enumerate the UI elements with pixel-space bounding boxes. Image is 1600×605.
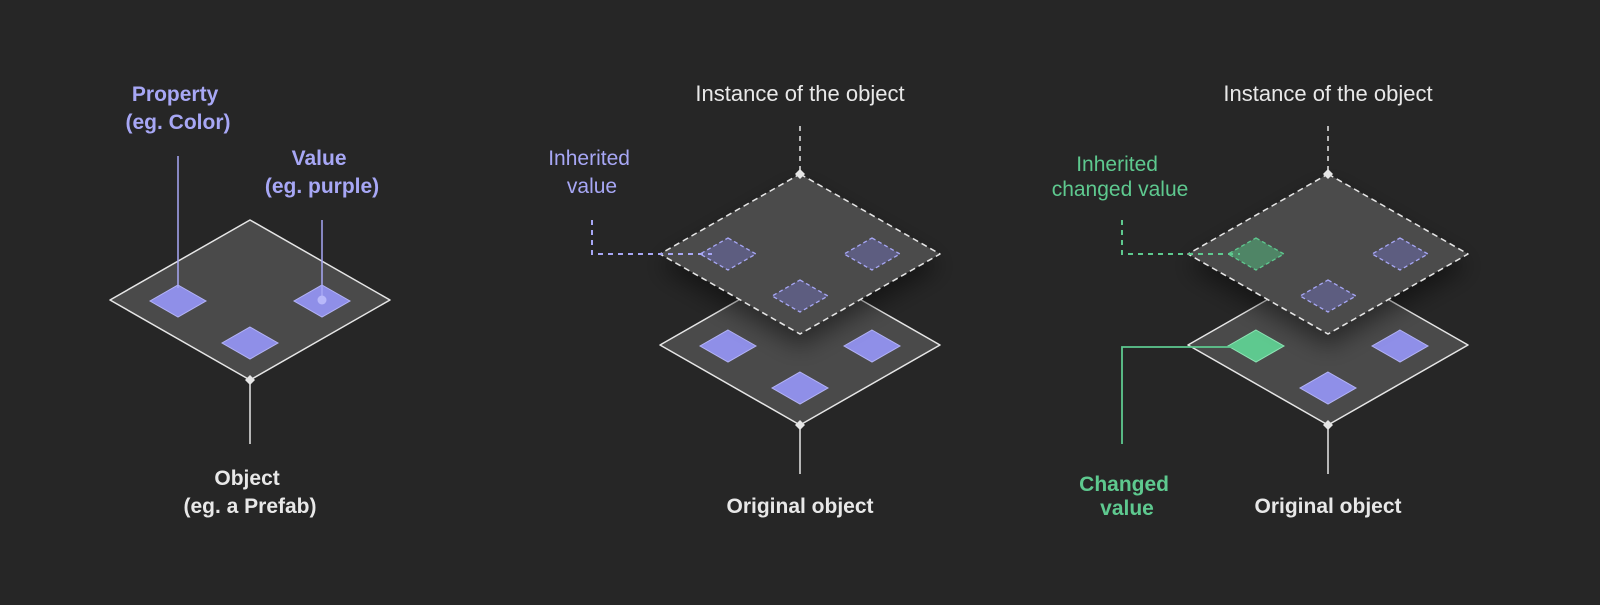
property-tile <box>842 329 902 363</box>
inherited-changed-tile <box>1226 237 1286 271</box>
inherited-tile <box>1298 279 1358 313</box>
property-tile <box>1370 329 1430 363</box>
property-label: Property (eg. Color) <box>126 83 231 134</box>
object-stem-diamond <box>245 375 255 385</box>
value-label: Value (eg. purple) <box>265 147 379 198</box>
original-label: Original object <box>1254 495 1401 518</box>
instance-plate <box>659 173 941 335</box>
original-stem-diamond <box>1323 420 1333 430</box>
instance-label: Instance of the object <box>1223 81 1432 106</box>
changed-tile <box>1226 329 1286 363</box>
inherited-changed-label: Inherited changed value <box>1052 153 1189 201</box>
instance-stem-diamond <box>1323 169 1333 179</box>
property-tile <box>770 371 830 405</box>
inherited-label: Inherited value <box>548 147 636 198</box>
changed-callout-line <box>1121 346 1234 444</box>
inherited-changed-callout-line <box>1121 220 1240 255</box>
changed-label: Changed value <box>1079 473 1175 520</box>
inherited-tile <box>1370 237 1430 271</box>
panel-instance: Instance of the object Inherited value O… <box>548 81 941 518</box>
original-label: Original object <box>726 495 873 518</box>
inherited-tile <box>842 237 902 271</box>
instance-stem-diamond <box>795 169 805 179</box>
inherited-tile <box>698 237 758 271</box>
instance-plate <box>1187 173 1469 335</box>
panel-object: Property (eg. Color) Value (eg. purple) … <box>109 83 391 518</box>
inherited-tile <box>770 279 830 313</box>
property-tile <box>148 284 208 318</box>
value-callout-dot <box>317 295 327 305</box>
object-label: Object (eg. a Prefab) <box>183 467 316 518</box>
panel-changed: Instance of the object Inherited changed… <box>1052 81 1469 520</box>
property-tile <box>1298 371 1358 405</box>
instance-label: Instance of the object <box>695 81 904 106</box>
inherited-callout-line <box>591 220 712 255</box>
original-stem-diamond <box>795 420 805 430</box>
property-tile <box>220 326 280 360</box>
property-tile <box>698 329 758 363</box>
